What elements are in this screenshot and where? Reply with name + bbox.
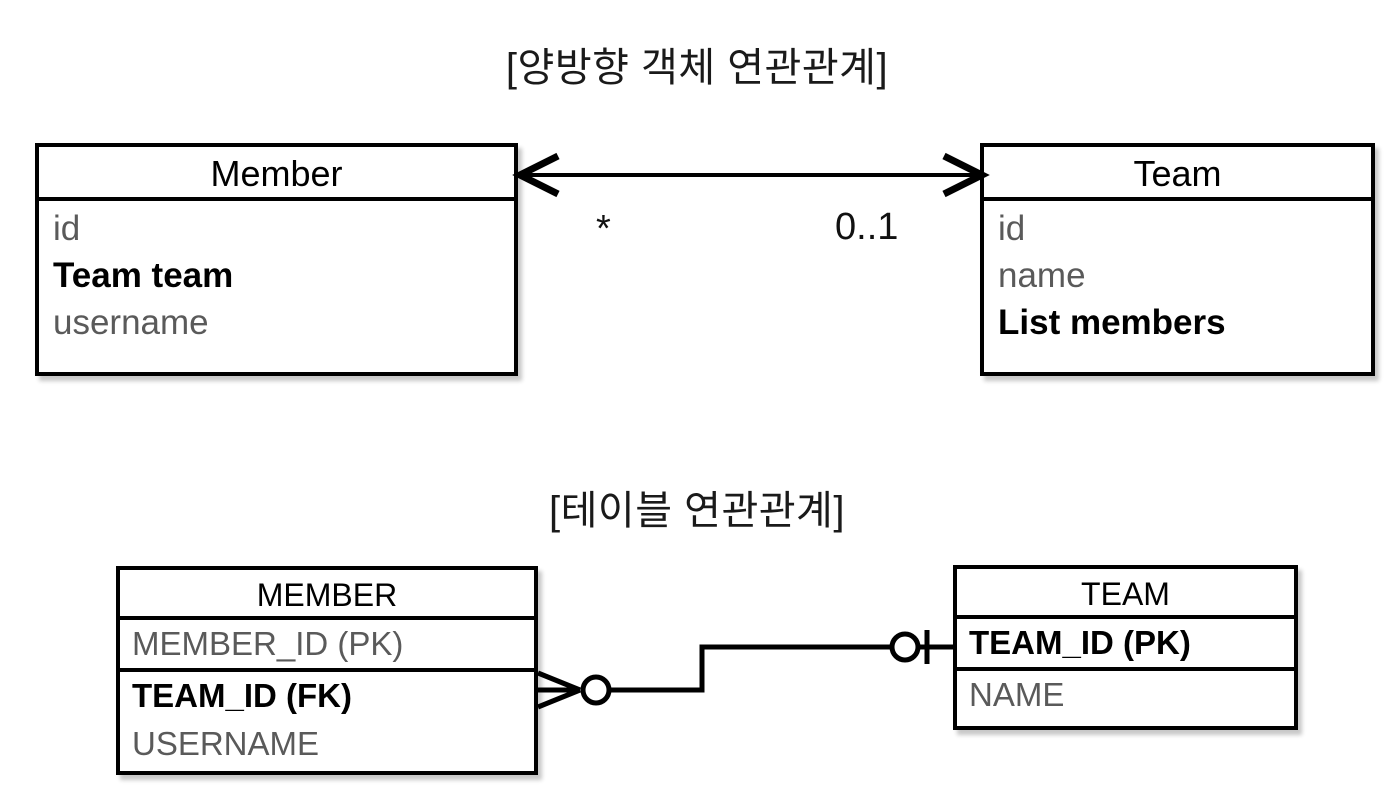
multiplicity-member-side: * [596,208,611,250]
crows-foot-many-symbol [537,670,581,710]
uml-class-member: Member id Team team username [35,143,518,376]
db-column-member-username: USERNAME [132,725,320,762]
db-table-team-title: TEAM [957,569,1294,619]
uml-class-team: Team id name List members [980,143,1375,376]
zero-circle-member-side [580,674,612,706]
bidirectional-association-arrow [512,152,990,198]
db-table-team: TEAM TEAM_ID (PK) NAME [953,565,1298,730]
db-column-team-id: TEAM_ID (PK) [957,619,1294,671]
db-column-member-id: MEMBER_ID (PK) [120,620,534,672]
db-table-member-title: MEMBER [120,570,534,620]
uml-field-member-id: id [53,209,81,248]
uml-field-member-username: username [53,303,209,342]
table-diagram-caption: [테이블 연관관계] [549,489,845,533]
uml-field-team-name: name [998,256,1086,295]
uml-class-team-title: Team [984,147,1371,201]
object-diagram-caption: [양방향 객체 연관관계] [505,46,889,90]
uml-field-team-id: id [998,209,1026,248]
multiplicity-team-side: 0..1 [835,206,899,248]
db-table-member: MEMBER MEMBER_ID (PK) TEAM_ID (FK) USERN… [116,566,538,775]
uml-class-team-fields: id name List members [984,201,1371,352]
uml-field-member-team: Team team [53,256,234,295]
zero-circle-team-side [889,631,921,663]
relationship-line [609,644,892,693]
crows-foot-relationship-connector [537,630,953,710]
db-column-team-name: NAME [969,676,1065,713]
uml-class-member-title: Member [39,147,514,201]
uml-field-team-members: List members [998,303,1226,342]
uml-class-member-fields: id Team team username [39,201,514,352]
db-column-member-team-id: TEAM_ID (FK) [132,677,352,714]
